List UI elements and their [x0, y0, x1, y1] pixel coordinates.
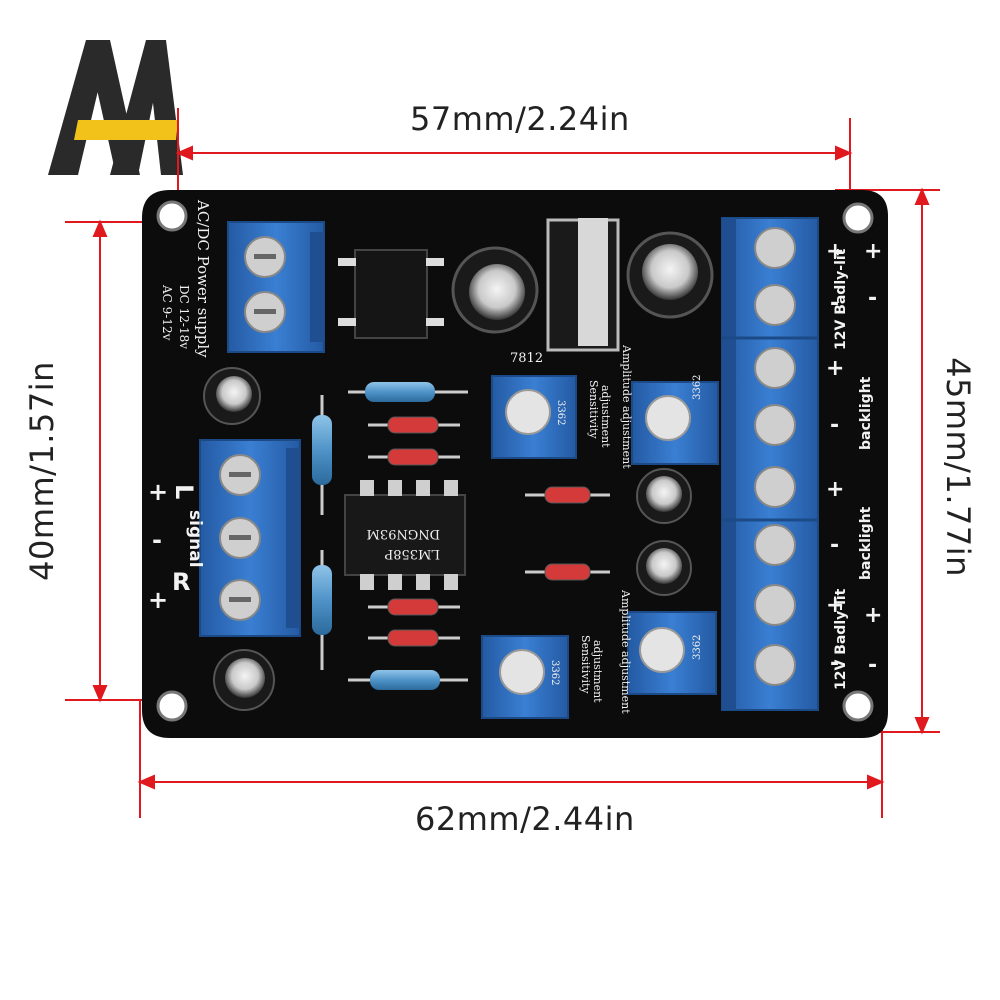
signal-plus-top: +	[148, 478, 168, 506]
power-title: AC/DC Power supply	[194, 199, 212, 358]
pot-code-2: 3362	[692, 375, 703, 400]
signal-plus-bottom: +	[148, 586, 168, 614]
right-plus-4: +	[826, 593, 844, 618]
voltage-regulator	[546, 218, 620, 352]
signal-terminal-block	[199, 439, 301, 637]
signal-R: R	[172, 568, 190, 596]
edge-plus-2: +	[864, 603, 882, 628]
right-plus-1: +	[826, 239, 844, 264]
resistors	[312, 382, 468, 690]
op-amp-ic	[344, 480, 466, 590]
right-plus-2: +	[826, 356, 844, 381]
potentiometers	[481, 375, 719, 719]
sens-bottom-2: adjustment	[591, 640, 604, 703]
amp-bottom: Amplitude adjustment	[619, 589, 632, 714]
ic-line2: DNGN93M	[367, 526, 440, 541]
edge-minus-1: -	[868, 286, 877, 311]
width-top-label: 57mm/2.24in	[410, 100, 630, 138]
pot-code-4: 3362	[692, 635, 703, 660]
power-terminal-block	[227, 221, 325, 353]
edge-plus-1: +	[864, 239, 882, 264]
pot-code-1: 3362	[555, 400, 566, 425]
diodes	[368, 416, 610, 647]
signal-label: signal	[185, 510, 205, 568]
body-lit-top: 12V Badly-lit	[833, 248, 849, 350]
signal-minus: -	[152, 526, 162, 554]
right-plus-3: +	[826, 477, 844, 502]
brand-logo	[48, 40, 183, 175]
pot-code-3: 3362	[549, 660, 560, 685]
bridge-rectifier	[338, 249, 444, 339]
width-bottom-label: 62mm/2.44in	[415, 800, 635, 838]
sens-bottom-1: Sensitivity	[579, 635, 592, 694]
backlight-top: backlight	[858, 376, 874, 450]
ic-line1: LM358P	[384, 546, 440, 561]
sens-top-2: adjustment	[599, 385, 612, 448]
signal-L: L	[170, 484, 198, 499]
right-minus-2: -	[830, 413, 839, 438]
output-terminal-block	[721, 217, 819, 711]
right-minus-4: -	[830, 651, 839, 676]
power-dc: DC 12-18v	[177, 285, 191, 349]
regulator-label: 7812	[510, 351, 543, 366]
body-lit-bottom: 12V Badly-lit	[833, 588, 849, 690]
sens-top-1: Sensitivity	[587, 380, 600, 439]
right-minus-3: -	[830, 533, 839, 558]
backlight-bottom: backlight	[858, 506, 874, 580]
right-polarity-marks: + - + - + - + - + - + -	[826, 239, 882, 678]
edge-minus-2: -	[868, 653, 877, 678]
right-minus-1: -	[830, 291, 839, 316]
power-ac: AC 9-12v	[160, 284, 174, 341]
amp-top: Amplitude adjustment	[620, 344, 633, 469]
